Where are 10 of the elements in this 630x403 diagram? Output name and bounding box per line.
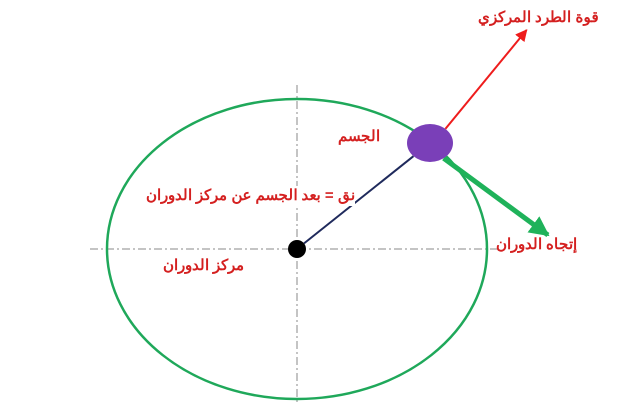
radius-line [303, 155, 414, 244]
center-dot [288, 240, 306, 258]
node-caption: مركز الدوران [163, 256, 244, 276]
direction-label: إتجاه الدوران [496, 235, 578, 255]
arrow [444, 29, 528, 130]
node-caption: الجسم [338, 127, 380, 147]
edge-label: نق = بعد الجسم عن مركز الدوران [146, 186, 355, 206]
body-circle [407, 124, 453, 162]
force-label: قوة الطرد المركزي [478, 8, 598, 28]
arrow [442, 156, 550, 238]
